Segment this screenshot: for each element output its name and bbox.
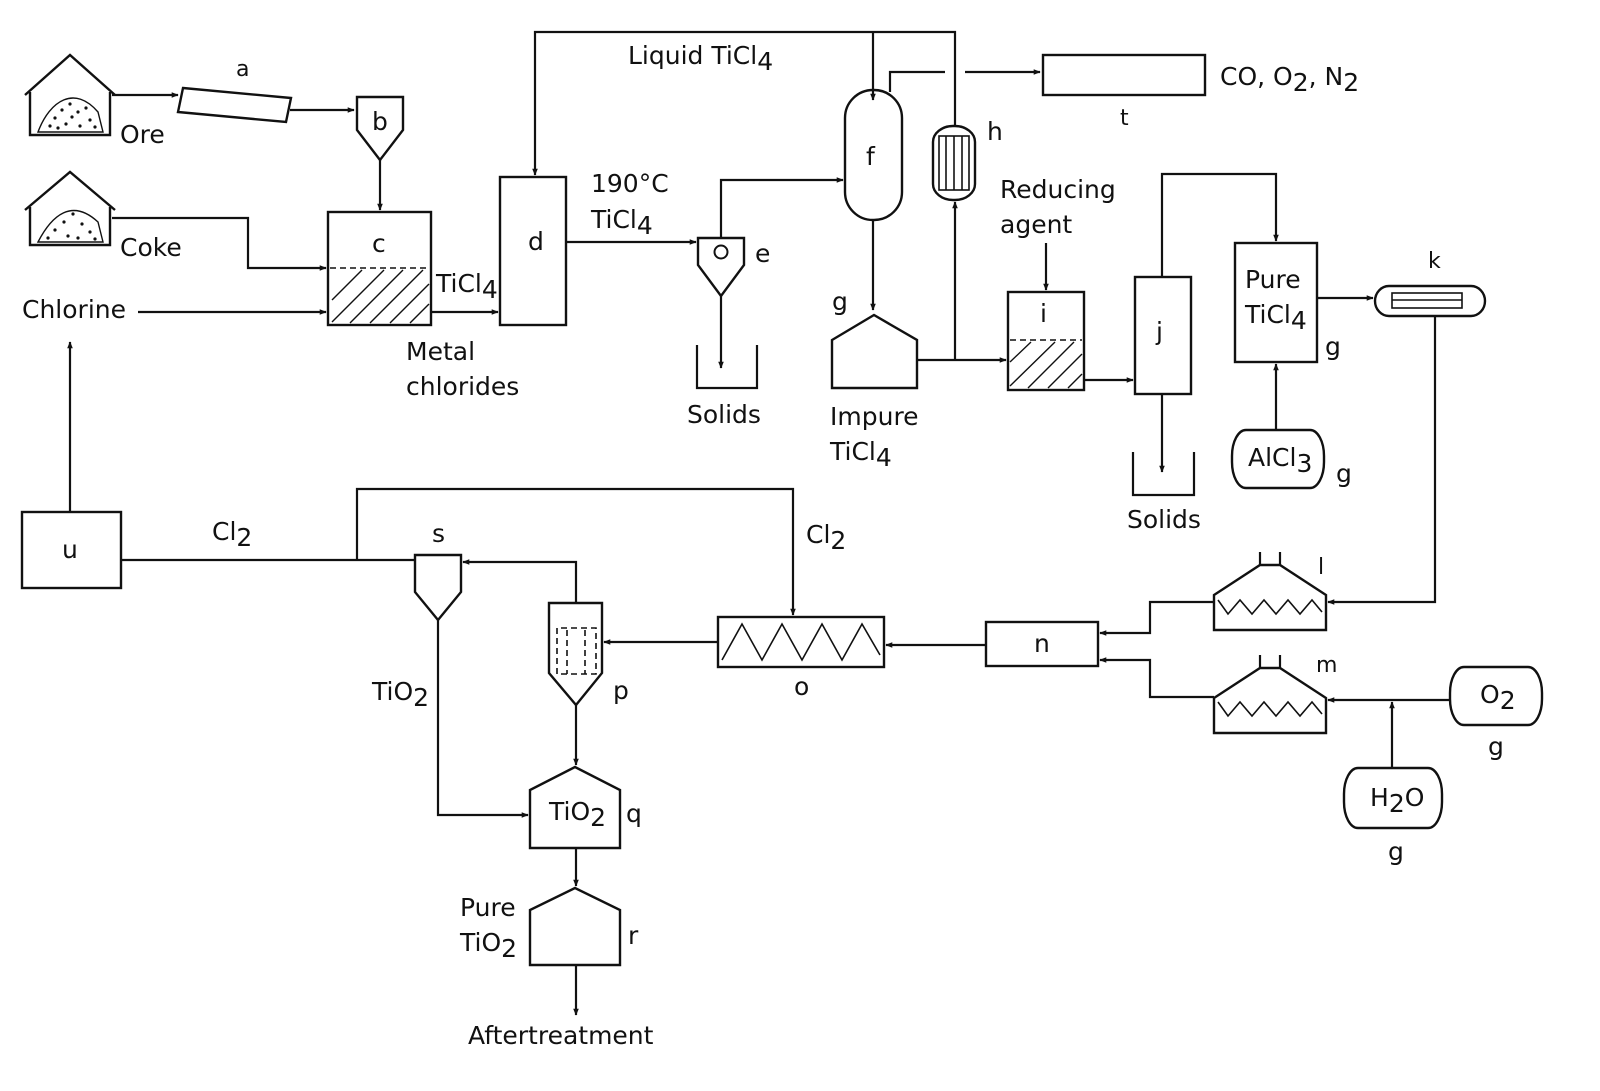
label-o: o	[794, 672, 809, 701]
impure-label-2: TiCl4	[829, 437, 892, 472]
label-s: s	[432, 519, 445, 548]
unit-p-filter	[547, 601, 604, 707]
coke-label: Coke	[120, 233, 182, 262]
solids-bin-e	[695, 345, 759, 390]
metal-chlorides-label-1: Metal	[406, 337, 475, 366]
label-j: j	[1155, 317, 1163, 346]
pure-ticl4-label-2: TiCl4	[1244, 300, 1307, 335]
reducing-agent-label-1: Reducing	[1000, 175, 1116, 204]
label-i: i	[1040, 299, 1047, 328]
pure-tio2-label-1: Pure	[460, 893, 516, 922]
o2-label: O2	[1480, 680, 1516, 715]
unit-h-cooler	[931, 124, 977, 202]
offgas-label: CO, O2, N2	[1220, 62, 1359, 97]
label-q: q	[626, 799, 642, 828]
unit-a-dryer	[176, 86, 293, 124]
unit-b-hopper	[355, 95, 405, 162]
unit-c-chlorinator	[326, 210, 433, 327]
liquid-ticl4-label: Liquid TiCl4	[628, 41, 773, 76]
solids-j-label: Solids	[1127, 505, 1201, 534]
chlorine-label: Chlorine	[22, 295, 126, 324]
label-d: d	[528, 227, 544, 256]
h2o-label: H2O	[1370, 783, 1424, 818]
unit-n-burner-reactor	[984, 620, 1100, 668]
tio2-s-label: TiO2	[371, 677, 429, 712]
label-u: u	[62, 535, 78, 564]
unit-g-pure-ticl4-tank	[1233, 241, 1319, 364]
unit-q-tio2-silo	[528, 765, 622, 850]
unit-s-separator	[413, 553, 463, 622]
reducing-agent-label-2: agent	[1000, 210, 1072, 239]
impure-label-1: Impure	[830, 402, 919, 431]
solids-bin-j	[1131, 452, 1196, 497]
label-g-impure: g	[832, 287, 848, 316]
solids-e-label: Solids	[687, 400, 761, 429]
aftertreatment-label: Aftertreatment	[468, 1021, 654, 1050]
unit-i-reduction-vessel	[1006, 290, 1086, 392]
o2-vessel	[1448, 665, 1544, 727]
pure-tio2-label-2: TiO2	[459, 928, 517, 963]
unit-o-cooling-flue	[716, 615, 886, 669]
unit-g-impure-ticl4-tank	[830, 313, 919, 390]
ore-storage-icon	[24, 53, 116, 137]
label-t: t	[1120, 106, 1129, 131]
unit-e-cyclone	[696, 236, 746, 299]
metal-chlorides-label-2: chlorides	[406, 372, 519, 401]
unit-j-separator	[1133, 275, 1193, 396]
unit-u-chlorine-recovery	[20, 510, 123, 590]
label-r: r	[628, 921, 639, 950]
alcl3-vessel	[1230, 428, 1326, 490]
temp-190c-label: 190°C	[591, 169, 669, 198]
label-a: a	[236, 57, 249, 82]
coke-storage-icon	[24, 170, 116, 247]
alcl3-label: AlCl3	[1248, 443, 1312, 478]
label-g-o2: g	[1488, 732, 1504, 761]
label-g-alcl3: g	[1336, 459, 1352, 488]
unit-t-offgas-treatment	[1041, 53, 1207, 97]
label-n: n	[1034, 629, 1050, 658]
unit-r-pure-tio2-silo	[528, 886, 622, 967]
label-l: l	[1318, 555, 1324, 580]
label-e: e	[755, 239, 770, 268]
cl2-o-label: Cl2	[806, 520, 846, 555]
cl2-u-label: Cl2	[212, 517, 252, 552]
label-k: k	[1428, 249, 1441, 274]
pure-ticl4-label-1: Pure	[1245, 265, 1301, 294]
label-m: m	[1316, 653, 1337, 678]
label-b: b	[372, 107, 388, 136]
unit-l-preheater	[1212, 552, 1328, 632]
unit-d-condenser	[498, 175, 568, 327]
label-f: f	[866, 142, 876, 171]
label-p: p	[613, 676, 629, 705]
label-h: h	[987, 117, 1003, 146]
ticl4-c-label: TiCl4	[435, 269, 498, 304]
ticl4-d-label: TiCl4	[590, 205, 653, 240]
tio2-q-label: TiO2	[548, 797, 606, 832]
label-g-h2o: g	[1388, 837, 1404, 866]
unit-k-vaporizer	[1373, 284, 1487, 318]
unit-m-preheater	[1212, 655, 1328, 735]
label-c: c	[372, 229, 386, 258]
ore-label: Ore	[120, 120, 165, 149]
label-g-pure: g	[1325, 332, 1341, 361]
flow-lines	[67, 30, 1450, 1016]
